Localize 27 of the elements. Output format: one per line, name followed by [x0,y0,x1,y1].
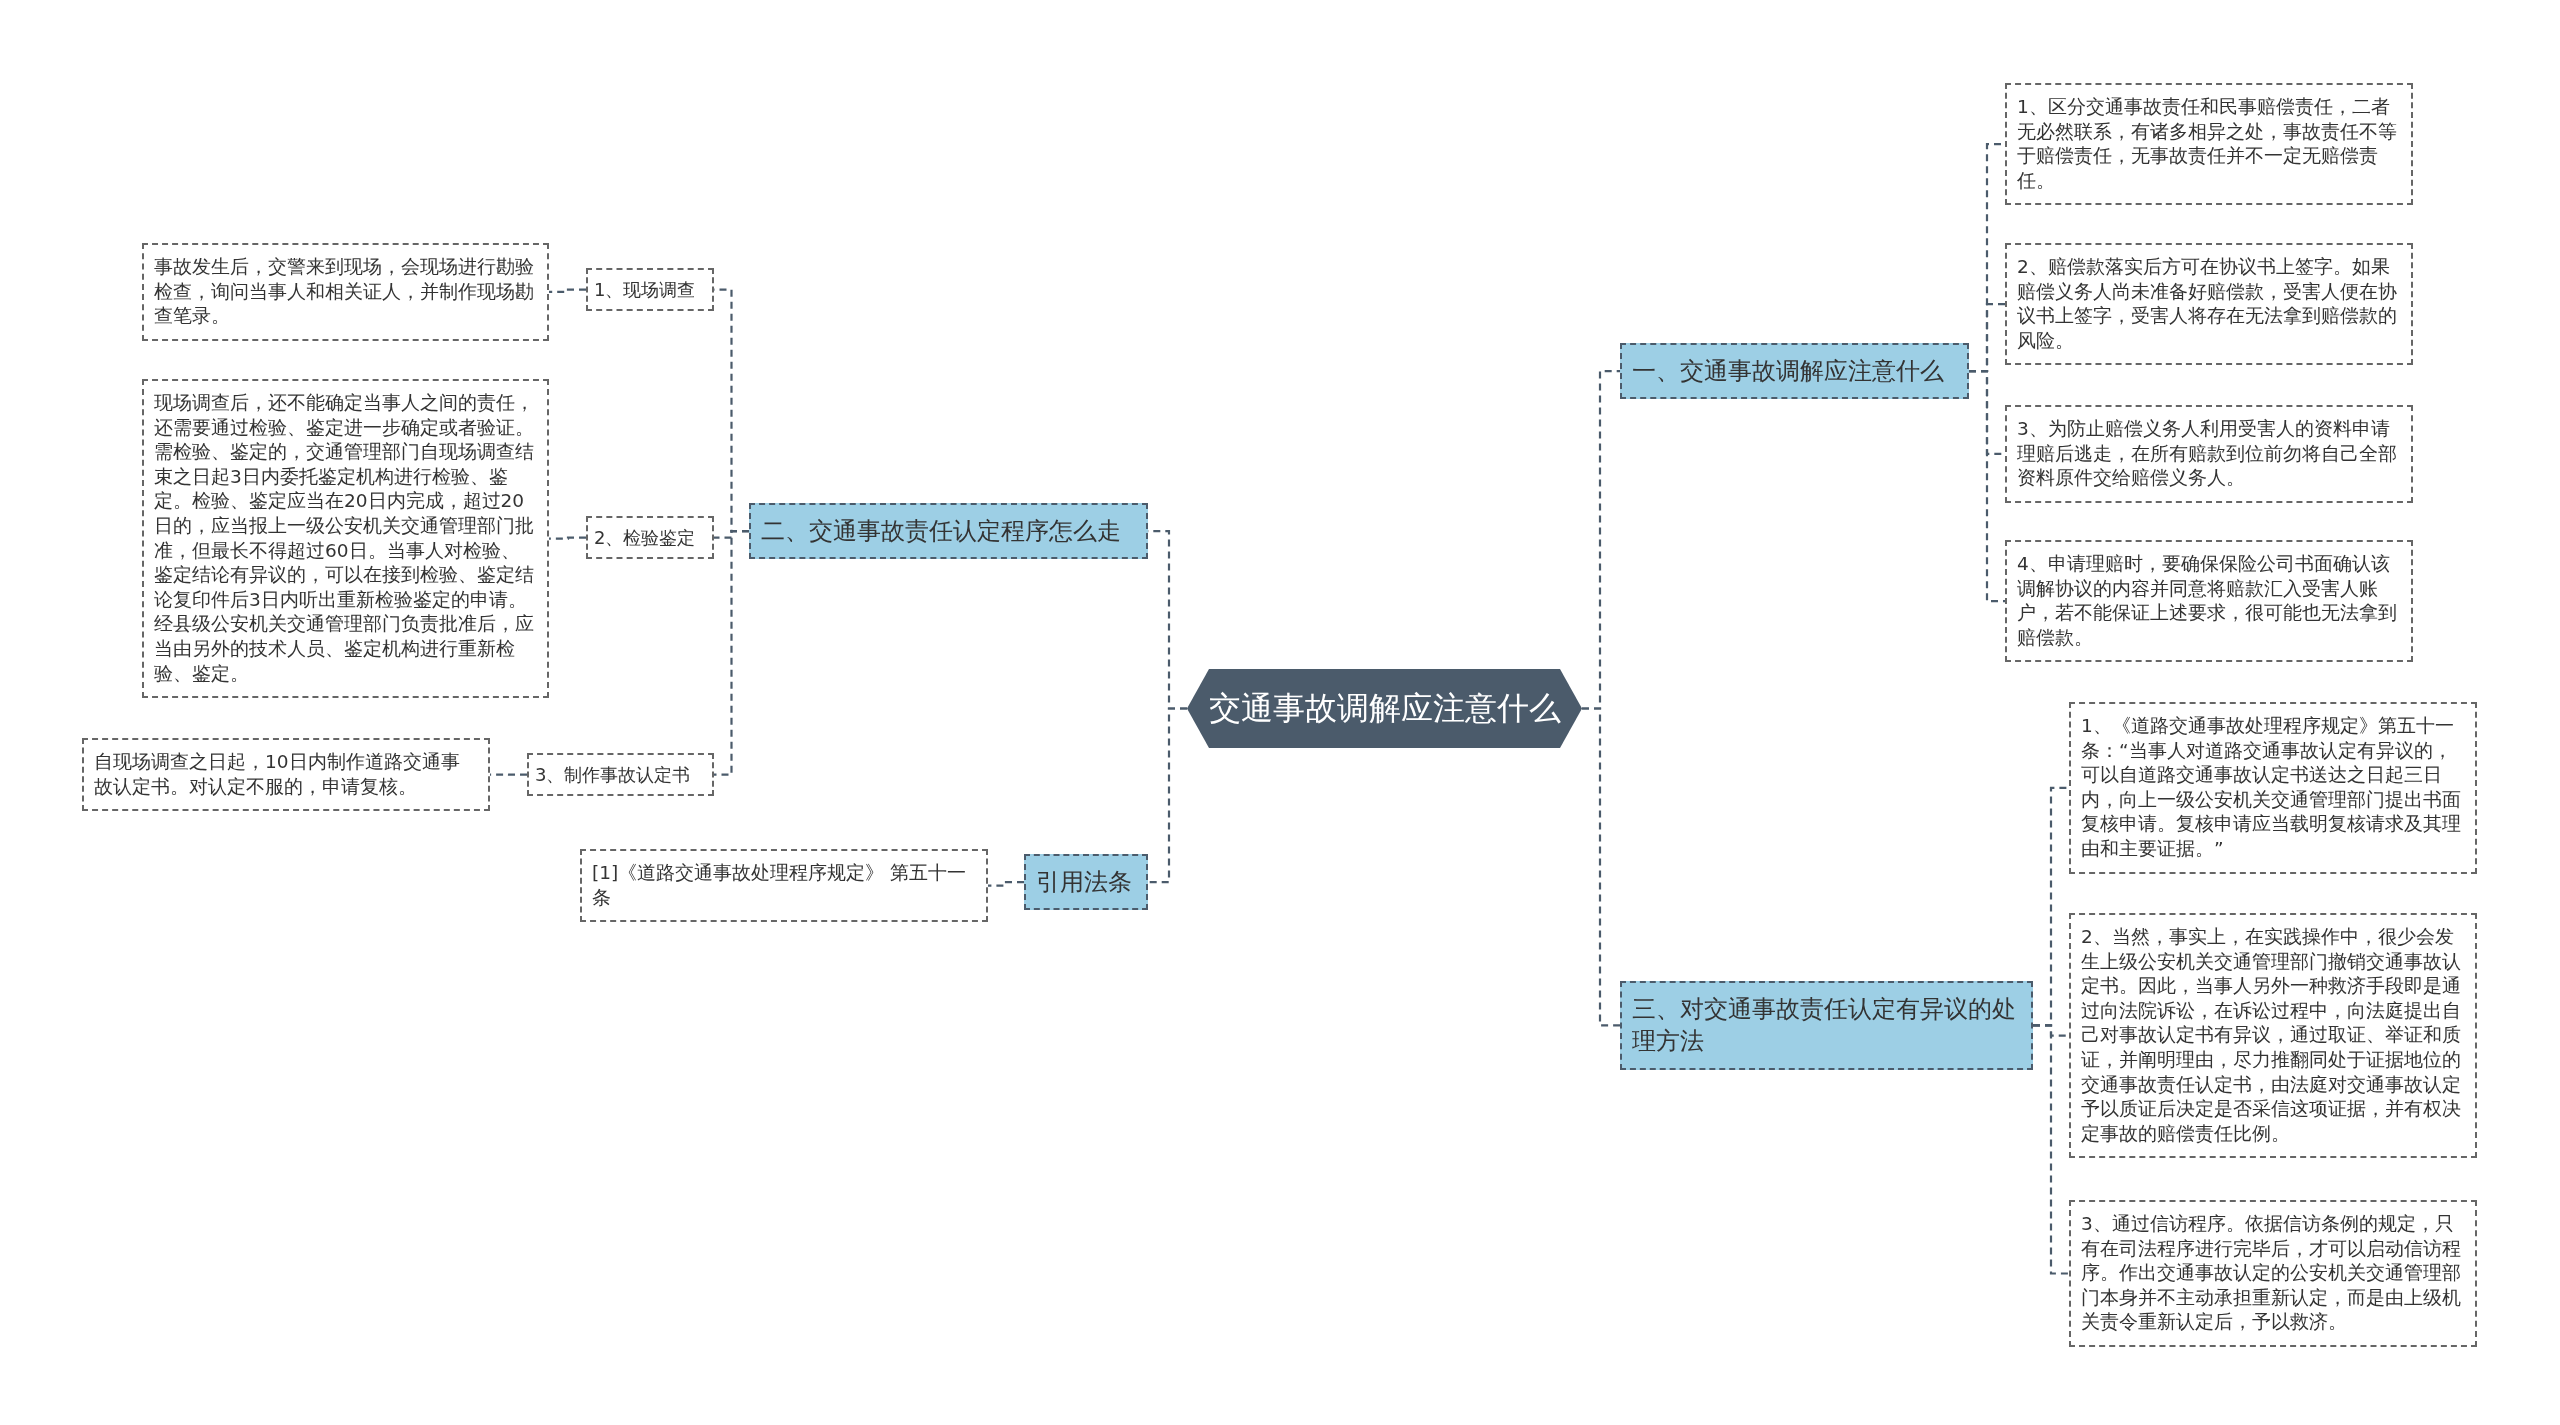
note-box: 1、区分交通事故责任和民事赔偿责任，二者无必然联系，有诸多相异之处，事故责任不等于赔偿责任，无事故责任并不一定无赔偿责任。 [2005,83,2413,206]
connector-line [1582,707,1620,1027]
topic-box: 二、交通事故责任认定程序怎么走 [749,503,1148,560]
note-box: [1]《道路交通事故处理程序规定》 第五十一条 [580,849,988,923]
subtopic-box: 3、制作事故认定书 [527,753,714,797]
connector-line [1148,707,1187,884]
note-box: 2、赔偿款落实后方可在协议书上签字。如果赔偿义务人尚未准备好赔偿款，受害人便在协议书上签字，受害人将存在无法拿到赔偿款的风险。 [2005,243,2413,366]
note-box: 4、申请理赔时，要确保保险公司书面确认该调解协议的内容并同意将赔款汇入受害人账户，若不能保证上述要求，很可能也无法拿到赔偿款。 [2005,540,2413,663]
note-box: 事故发生后，交警来到现场，会现场进行勘验检查，询问当事人和相关证人，并制作现场勘查笔录。 [142,243,549,341]
note-box: 2、当然，事实上，在实践操作中，很少会发生上级公安机关交通管理部门撤销交通事故认定书。因此，当事人另外一种救济手段即是通过向法院诉讼，在诉讼过程中，向法庭提出自己对事故认定书有异议，通过取证、举证和质证，并阐明理由，尽力推翻同处于证据地位的交通事故责任认定书，由法庭对交通事故认定予以质证后决定是否采信这项证据，并有权决定事故的赔偿责任比例。 [2069,913,2477,1159]
connector-line [549,288,586,293]
central-topic: 交通事故调解应注意什么 [1187,669,1582,748]
note-box: 现场调查后，还不能确定当事人之间的责任，还需要通过检验、鉴定进一步确定或者验证。需检验、鉴定的，交通管理部门自现场调查结束之日起3日内委托鉴定机构进行检验、鉴定。检验、鉴定应当在20日内完成，超过20日的，应当报上一级公安机关交通管理部门批准，但最长不得超过60日。当事人对检验、鉴定结论有异议的，可以在接到检验、鉴定结论复印件后3日内听出重新检验鉴定的申请。经县级公安机关交通管理部门负责批准后，应当由另外的技术人员、鉴定机构进行重新检验、鉴定。 [142,379,549,699]
connector-line [1969,370,2005,603]
topic-box: 引用法条 [1024,854,1148,911]
topic-box: 一、交通事故调解应注意什么 [1620,343,1969,400]
subtopic-box: 2、检验鉴定 [586,516,714,560]
connector-line [549,536,586,540]
topic-box: 三、对交通事故责任认定有异议的处理方法 [1620,981,2033,1070]
note-box: 1、《道路交通事故处理程序规定》第五十一条：“当事人对道路交通事故认定有异议的，可以自道路交通事故认定书送达之日起三日内，向上一级公安机关交通管理部门提出书面复核申请。复核申请应当载明复核请求及其理由和主要证据。” [2069,702,2477,874]
note-box: 3、为防止赔偿义务人利用受害人的资料申请理赔后逃走，在所有赔款到位前勿将自己全部资料原件交给赔偿义务人。 [2005,405,2413,503]
connector-line [714,530,749,776]
connector-line [988,881,1024,887]
subtopic-box: 1、现场调查 [586,268,714,312]
note-box: 自现场调查之日起，10日内制作道路交通事故认定书。对认定不服的，申请复核。 [82,738,490,812]
connector-line [2033,1024,2069,1275]
note-box: 3、通过信访程序。依据信访条例的规定，只有在司法程序进行完毕后，才可以启动信访程序。作出交通事故认定的公安机关交通管理部门本身并不主动承担重新认定，而是由上级机关责令重新认定后，予以救济。 [2069,1200,2477,1347]
